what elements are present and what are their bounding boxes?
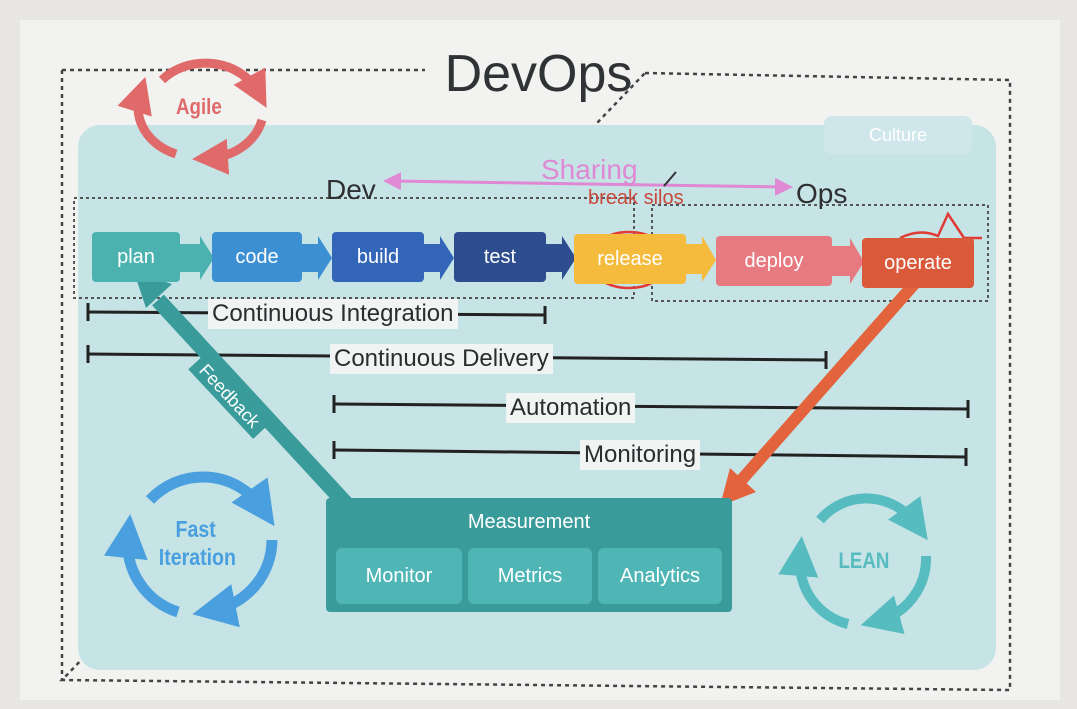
lean-label: LEAN bbox=[838, 548, 890, 573]
break-silos-label: break silos bbox=[588, 187, 684, 209]
sharing-label: Sharing bbox=[541, 154, 638, 185]
monitor-box: Monitor bbox=[336, 548, 462, 604]
agile-cycle-icon bbox=[117, 58, 267, 175]
continuous-delivery-label: Continuous Delivery bbox=[330, 344, 553, 374]
page-title: DevOps bbox=[444, 45, 633, 103]
lean-cycle-icon bbox=[778, 493, 932, 634]
metrics-box: Metrics bbox=[468, 548, 592, 604]
stage-deploy: deploy bbox=[716, 236, 832, 286]
culture-badge: Culture bbox=[824, 116, 972, 154]
stage-test: test bbox=[454, 232, 546, 282]
automation-bar bbox=[333, 402, 969, 411]
operate-to-measurement-arrow bbox=[720, 278, 921, 506]
sharing-arrow bbox=[383, 172, 793, 196]
agile-label: Agile bbox=[176, 94, 222, 119]
stage-build: build bbox=[332, 232, 424, 282]
fast-label: Fast bbox=[175, 516, 216, 542]
stage-operate: operate bbox=[862, 238, 974, 288]
analytics-box: Analytics bbox=[598, 548, 722, 604]
automation-label: Automation bbox=[506, 393, 636, 423]
stage-plan: plan bbox=[92, 232, 180, 282]
measurement-title: Measurement bbox=[467, 511, 591, 533]
pen-mark bbox=[663, 171, 677, 187]
fast-iteration-cycle-icon bbox=[103, 471, 278, 628]
ops-label: Ops bbox=[796, 178, 848, 209]
stage-code: code bbox=[212, 232, 302, 282]
stage-release: release bbox=[574, 234, 686, 284]
continuous-integration-label: Continuous Integration bbox=[208, 299, 458, 329]
pipeline-connectors bbox=[180, 236, 864, 284]
iteration-label: Iteration bbox=[158, 544, 236, 570]
dev-label: Dev bbox=[326, 174, 376, 205]
monitoring-label: Monitoring bbox=[580, 440, 701, 470]
